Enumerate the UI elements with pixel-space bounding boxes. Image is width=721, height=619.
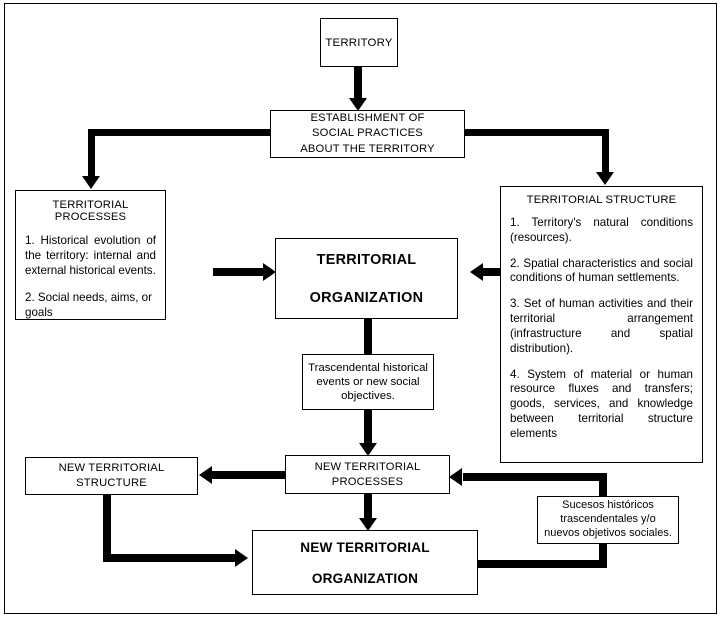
box-new-territorial-structure[interactable]: NEW TERRITORIAL STRUCTURE [25, 457, 198, 495]
box-territorial-structure-item-2: 2. Spatial characteristics and social co… [510, 256, 693, 285]
box-new-territorial-structure-line1: NEW TERRITORIAL [58, 462, 165, 475]
connector-new-processes-to-new-organization-stem [364, 493, 372, 525]
box-trascendental-text: Trascendental historical events or new s… [308, 361, 428, 403]
connector-new-structure-to-new-organization-horizontal [103, 554, 238, 562]
box-territorial-processes-item-2: 2. Social needs, aims, or goals [25, 291, 152, 320]
box-establishment-line3: ABOUT THE TERRITORY [300, 142, 435, 155]
connector-trascendental-to-new-processes-stem [364, 409, 372, 449]
box-territorial-structure-item-4: 4. System of material or human resource … [510, 367, 693, 440]
connector-territory-to-establishment-stem [354, 66, 362, 102]
connector-structure-to-organization-arrowhead [470, 263, 483, 281]
box-sucesos-historicos[interactable]: Sucesos históricos trascendentales y/o n… [537, 496, 679, 544]
box-territorial-organization-line1: TERRITORIAL [316, 251, 417, 268]
box-territorial-organization[interactable]: TERRITORIAL ORGANIZATION [275, 238, 458, 319]
box-territorial-structure-item-1: 1. Territory's natural conditions (resou… [510, 216, 693, 244]
box-sucesos-text: Sucesos históricos trascendentales y/o n… [544, 499, 672, 539]
connector-new-organization-feedback-arrowhead [449, 468, 462, 486]
box-new-territorial-structure-line2: STRUCTURE [76, 477, 147, 489]
box-territorial-structure-item-3: 3. Set of human activities and their ter… [510, 297, 693, 355]
box-territory-label: TERRITORY [325, 36, 393, 49]
box-new-territorial-organization[interactable]: NEW TERRITORIAL ORGANIZATION [252, 530, 478, 595]
box-new-territorial-organization-line2: ORGANIZATION [311, 570, 419, 586]
diagram-outer-frame [4, 3, 717, 614]
box-territorial-structure-heading: TERRITORIAL STRUCTURE [526, 194, 677, 206]
connector-processes-to-organization-arrowhead [263, 263, 276, 281]
box-new-territorial-processes[interactable]: NEW TERRITORIAL PROCESSES [285, 455, 450, 494]
connector-new-organization-feedback-bottom-horizontal [470, 560, 607, 568]
box-establishment-line1: ESTABLISHMENT OF [310, 112, 425, 125]
connector-new-organization-feedback-top-horizontal [463, 473, 607, 481]
connector-establishment-to-structure-vertical [602, 129, 609, 177]
box-territorial-processes-heading: TERRITORIAL PROCESSES [52, 199, 129, 223]
connector-new-structure-to-new-organization-vertical [103, 494, 111, 562]
box-new-territorial-processes-line2: PROCESSES [331, 475, 404, 488]
connector-new-processes-to-new-organization-arrowhead [359, 518, 377, 531]
connector-establishment-to-processes-arrowhead [82, 176, 100, 189]
connector-establishment-to-processes-vertical [88, 129, 95, 181]
box-territorial-organization-line2: ORGANIZATION [309, 289, 424, 306]
box-territorial-processes[interactable]: TERRITORIAL PROCESSES 1. Historical evol… [15, 190, 166, 320]
box-establishment-of-social-practices[interactable]: ESTABLISHMENT OF SOCIAL PRACTICES ABOUT … [270, 110, 465, 158]
box-territory[interactable]: TERRITORY [320, 18, 398, 67]
box-trascendental-historical-events[interactable]: Trascendental historical events or new s… [302, 354, 434, 410]
connector-new-processes-to-new-structure-shaft [212, 471, 287, 479]
box-territorial-structure[interactable]: TERRITORIAL STRUCTURE 1. Territory's nat… [500, 186, 703, 463]
connector-processes-to-organization-shaft [213, 268, 265, 276]
connector-establishment-to-structure-arrowhead [596, 172, 614, 185]
box-new-territorial-processes-line1: NEW TERRITORIAL [314, 460, 421, 473]
connector-trascendental-to-new-processes-arrowhead [359, 443, 377, 456]
box-establishment-line2: SOCIAL PRACTICES [312, 127, 423, 140]
connector-establishment-to-processes-horizontal [88, 129, 272, 136]
box-new-territorial-organization-line1: NEW TERRITORIAL [300, 539, 430, 555]
connector-new-processes-to-new-structure-arrowhead [199, 466, 212, 484]
connector-territory-to-establishment-arrowhead [349, 98, 367, 111]
box-territorial-processes-item-1: 1. Historical evolution of the territory… [25, 234, 156, 277]
connector-new-structure-to-new-organization-arrowhead [235, 549, 248, 567]
connector-organization-to-trascendental-stem [364, 318, 372, 356]
connector-establishment-to-structure-horizontal [463, 129, 609, 136]
